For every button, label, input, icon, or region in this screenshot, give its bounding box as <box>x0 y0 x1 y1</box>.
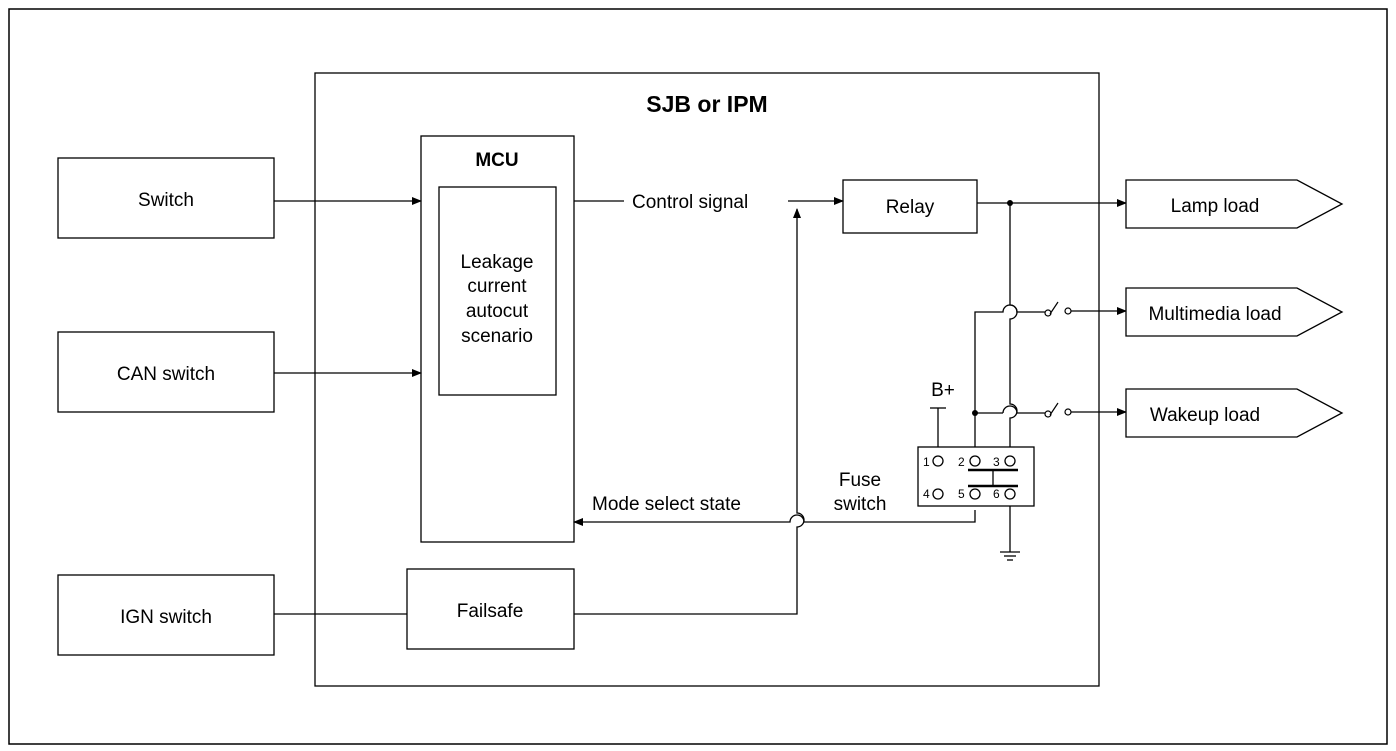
switch-label: Switch <box>138 190 194 211</box>
can-switch-label: CAN switch <box>117 364 215 385</box>
fuse-switch-label-1: Fuse <box>839 470 881 491</box>
relay-label: Relay <box>886 197 935 218</box>
mcu-block: MCU Leakage current autocut scenario <box>420 135 575 543</box>
pin-6 <box>1004 488 1016 500</box>
pin-4 <box>932 488 944 500</box>
multimedia-load-block: Multimedia load <box>1125 287 1344 337</box>
pin-3 <box>1004 455 1016 467</box>
control-signal-label: Control signal <box>632 192 748 213</box>
mode-select-label: Mode select state <box>592 494 741 515</box>
battery-label: B+ <box>931 380 955 401</box>
outer-frame <box>8 8 1388 745</box>
wakeup-load-block: Wakeup load <box>1125 388 1344 438</box>
wakeup-wire-b <box>1002 405 1046 414</box>
module-title: SJB or IPM <box>646 91 767 117</box>
lamp-load-block: Lamp load <box>1125 179 1344 229</box>
failsafe-label: Failsafe <box>457 601 524 622</box>
pin-5 <box>969 488 981 500</box>
pin-1-label: 1 <box>923 455 930 469</box>
mode-select-wire <box>573 510 976 526</box>
scenario-line-4: scenario <box>461 326 533 347</box>
multimedia-wire <box>974 304 1046 413</box>
multimedia-load-label: Multimedia load <box>1148 304 1281 325</box>
scenario-line-2: current <box>467 276 527 297</box>
lamp-load-label: Lamp load <box>1171 196 1260 217</box>
failsafe-block: Failsafe <box>406 568 575 650</box>
relay-block: Relay <box>842 179 978 234</box>
pin-5-label: 5 <box>958 487 965 501</box>
pin-6-label: 6 <box>993 487 1000 501</box>
scenario-block <box>438 186 557 396</box>
mcu-title: MCU <box>475 150 518 171</box>
pin-2 <box>969 455 981 467</box>
pin-1 <box>932 455 944 467</box>
pin-4-label: 4 <box>923 487 930 501</box>
wakeup-fuse-icon <box>1044 402 1072 418</box>
pin-3-label: 3 <box>993 455 1000 469</box>
switch-block: Switch <box>57 157 275 239</box>
scenario-line-1: Leakage <box>461 252 534 273</box>
fuse-switch-label-2: switch <box>834 494 887 515</box>
ign-switch-label: IGN switch <box>120 607 212 628</box>
scenario-line-3: autocut <box>466 301 529 322</box>
ground-icon <box>1000 551 1020 561</box>
fuse-switch-block: 1 2 3 4 5 6 <box>917 446 1035 507</box>
ign-switch-block: IGN switch <box>57 574 275 656</box>
can-switch-block: CAN switch <box>57 331 275 413</box>
pin-2-label: 2 <box>958 455 965 469</box>
wakeup-load-label: Wakeup load <box>1150 405 1260 426</box>
